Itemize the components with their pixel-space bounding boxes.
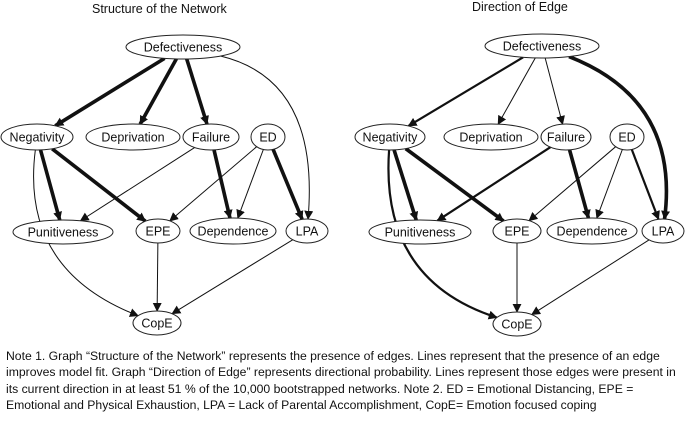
node-label: Defectiveness [144,41,223,55]
node-ellipse [0,123,74,151]
node-epe: EPE [492,218,542,244]
edge-fail-dpd [567,149,591,219]
node-fail: Failure [540,123,592,151]
node-label: EPE [504,225,529,239]
edge-fail-dpd [212,149,233,219]
node-lpa: LPA [641,218,685,244]
edge-neg-pun [392,149,419,221]
node-ellipse [492,311,542,337]
node-ellipse [12,219,114,245]
node-label: Failure [192,131,230,145]
node-label: CopE [501,318,532,332]
node-label: Deprivation [101,131,164,145]
node-ellipse [443,123,539,151]
edge-def-dep [497,57,536,125]
node-cope: CopE [492,311,542,337]
node-ed: ED [250,123,286,151]
node-ellipse [492,218,542,244]
node-ellipse [182,123,240,151]
edge-neg-cope [33,149,139,317]
edge-def-lpa [220,55,314,220]
node-ellipse [354,123,426,151]
node-label: CopE [141,317,172,331]
node-pun: Punitiveness [368,219,472,245]
node-lpa: LPA [285,218,329,244]
node-label: Defectiveness [503,40,582,54]
node-dpd: Dependence [546,217,638,245]
node-dpd: Dependence [189,217,277,245]
node-ellipse [132,310,182,336]
node-cope: CopE [132,310,182,336]
edge-ed-lpa [630,149,660,221]
edge-def-fail [185,58,209,125]
edge-def-neg [407,56,524,127]
node-ellipse [135,218,181,244]
edge-lpa-cope [531,239,650,316]
edge-epe-cope [152,242,162,312]
node-fail: Failure [182,123,240,151]
edge-neg-cope [387,149,498,320]
edge-ed-dpd [595,149,623,219]
node-ellipse [85,123,181,151]
node-label: Dependence [557,225,628,239]
edge-neg-epe [51,147,147,223]
node-ellipse [540,123,592,151]
node-label: EPE [145,225,170,239]
node-label: Punitiveness [385,226,456,240]
node-label: ED [259,131,276,145]
edge-def-fail [544,57,565,125]
node-label: ED [618,131,635,145]
edge-fail-pun [436,146,551,222]
node-neg: Negativity [354,123,426,151]
edge-def-dep [138,58,178,126]
node-neg: Negativity [0,123,74,151]
node-ellipse [641,218,685,244]
graph-title-structure: Structure of the Network [92,2,228,16]
edge-ed-epe [169,146,257,222]
node-def: Defectiveness [125,34,241,60]
graph-title-direction: Direction of Edge [472,0,568,14]
node-ellipse [368,219,472,245]
node-label: Failure [547,131,585,145]
edge-def-lpa [568,54,671,220]
node-epe: EPE [135,218,181,244]
edge-def-neg [54,56,166,128]
node-ellipse [484,33,600,59]
edge-lpa-cope [171,239,293,315]
edge-fail-pun [79,147,195,222]
node-pun: Punitiveness [12,219,114,245]
figure-note: Note 1. Graph “Structure of the Network”… [6,349,676,413]
edge-ed-epe [528,146,616,222]
node-label: LPA [296,225,319,239]
node-ellipse [609,123,645,151]
node-label: Dependence [198,225,269,239]
edge-neg-epe [404,147,505,223]
node-ed: ED [609,123,645,151]
node-label: Punitiveness [28,226,99,240]
edge-ed-lpa [271,148,304,221]
network-diagrams: Structure of the Network Direction of Ed… [0,0,685,337]
node-label: Negativity [10,131,66,145]
node-ellipse [250,123,286,151]
node-ellipse [125,34,241,60]
node-label: Deprivation [459,131,522,145]
node-dep: Deprivation [85,123,181,151]
edge-neg-pun [38,149,62,221]
node-label: Negativity [363,131,419,145]
node-ellipse [285,218,329,244]
node-label: LPA [652,225,675,239]
node-ellipse [546,217,638,245]
node-def: Defectiveness [484,33,600,59]
node-ellipse [189,217,277,245]
edge-ed-dpd [236,149,264,219]
node-dep: Deprivation [443,123,539,151]
